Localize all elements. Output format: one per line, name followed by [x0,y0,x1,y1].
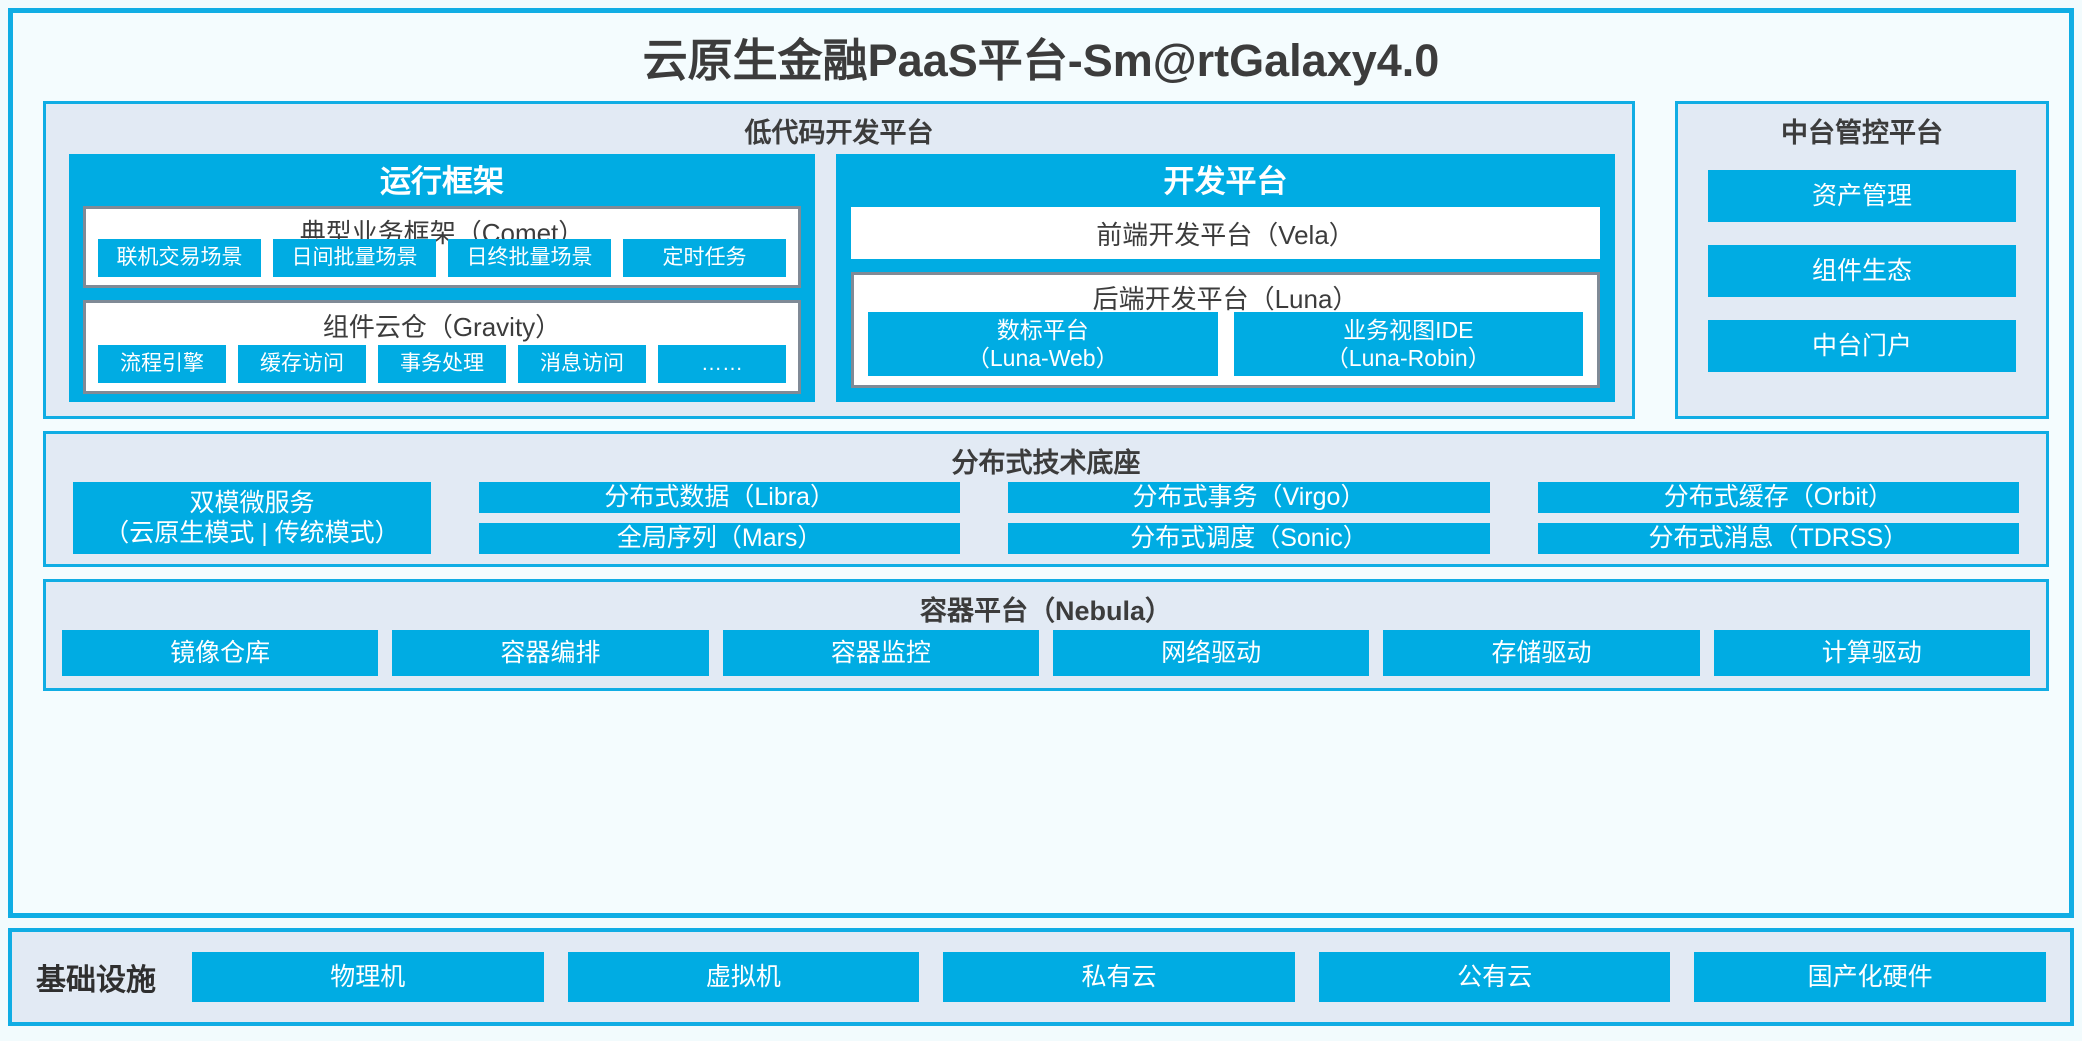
gravity-item-more[interactable]: …… [658,345,786,383]
lowcode-platform-title: 低代码开发平台 [744,118,934,148]
lowcode-platform-panel: 低代码开发平台 运行框架 典型业务框架（Comet） 联机交易场景 日间批量场景… [43,101,1635,419]
dual-mode-microservice-line2: （云原生模式 | 传统模式） [104,519,400,547]
infrastructure-bar: 基础设施 物理机 虚拟机 私有云 公有云 国产化硬件 [8,928,2074,1026]
comet-item-row: 联机交易场景 日间批量场景 日终批量场景 定时任务 [86,239,798,277]
container-platform-title: 容器平台（Nebula） [919,596,1173,626]
development-platform-title: 开发平台 [1163,164,1288,199]
luna-item-web-line2: （Luna-Web） [966,345,1119,371]
gravity-item[interactable]: 缓存访问 [238,345,366,383]
backend-dev-platform-title: 后端开发平台（Luna） [1092,284,1359,314]
backend-dev-platform-group: 后端开发平台（Luna） 数标平台 （Luna-Web） 业务视图IDE （Lu… [851,272,1600,388]
luna-item-robin-line1: 业务视图IDE [1343,316,1474,343]
luna-item-robin-line2: （Luna-Robin） [1325,345,1491,371]
middle-office-panel: 中台管控平台 资产管理 组件生态 中台门户 [1675,101,2049,419]
container-item-row: 镜像仓库 容器编排 容器监控 网络驱动 存储驱动 计算驱动 [62,630,2030,676]
infrastructure-label: 基础设施 [36,964,156,997]
container-item-registry[interactable]: 镜像仓库 [62,630,379,676]
platform-card: 云原生金融PaaS平台-Sm@rtGalaxy4.0 低代码开发平台 运行框架 … [8,8,2074,918]
gravity-item[interactable]: 事务处理 [378,345,506,383]
container-item-network-driver[interactable]: 网络驱动 [1052,630,1370,676]
middle-office-item-portal[interactable]: 中台门户 [1708,320,2016,372]
container-item-monitoring[interactable]: 容器监控 [722,630,1039,676]
middle-office-item-component[interactable]: 组件生态 [1708,245,2016,297]
dual-mode-microservice-line1: 双模微服务 [189,488,315,517]
luna-item-web-line1: 数标平台 [996,316,1089,343]
gravity-group: 组件云仓（Gravity） 流程引擎 缓存访问 事务处理 消息访问 …… [83,300,801,394]
distributed-item-libra[interactable]: 分布式数据（Libra） [479,482,961,513]
infrastructure-item-domestic-hardware[interactable]: 国产化硬件 [1694,952,2046,1002]
distributed-foundation-title: 分布式技术底座 [951,448,1141,478]
luna-item-web[interactable]: 数标平台 （Luna-Web） [868,312,1218,376]
middle-office-title: 中台管控平台 [1781,118,1943,148]
distributed-column-3: 分布式缓存（Orbit） 分布式消息（TDRSS） [1537,482,2019,554]
gravity-title: 组件云仓（Gravity） [322,312,562,342]
distributed-column-2: 分布式事务（Virgo） 分布式调度（Sonic） [1008,482,1490,554]
luna-item-robin[interactable]: 业务视图IDE （Luna-Robin） [1233,312,1583,376]
infrastructure-item-physical[interactable]: 物理机 [192,952,544,1002]
gravity-item-row: 流程引擎 缓存访问 事务处理 消息访问 …… [86,345,798,383]
distributed-item-virgo[interactable]: 分布式事务（Virgo） [1008,482,1490,513]
runtime-framework-block: 运行框架 典型业务框架（Comet） 联机交易场景 日间批量场景 日终批量场景 … [69,154,815,402]
comet-item[interactable]: 联机交易场景 [98,239,261,277]
luna-item-row: 数标平台 （Luna-Web） 业务视图IDE （Luna-Robin） [854,312,1597,376]
frontend-dev-platform[interactable]: 前端开发平台（Vela） [851,207,1600,259]
comet-item[interactable]: 日终批量场景 [448,239,611,277]
gravity-item[interactable]: 流程引擎 [98,345,226,383]
middle-office-item-list: 资产管理 组件生态 中台门户 [1708,170,2016,372]
comet-group: 典型业务框架（Comet） 联机交易场景 日间批量场景 日终批量场景 定时任务 [83,206,801,288]
infrastructure-item-private-cloud[interactable]: 私有云 [943,952,1295,1002]
infrastructure-item-public-cloud[interactable]: 公有云 [1318,952,1671,1002]
distributed-foundation-body: 双模微服务 （云原生模式 | 传统模式） 分布式数据（Libra） 全局序列（M… [73,482,2019,554]
distributed-item-mars[interactable]: 全局序列（Mars） [479,523,961,554]
container-item-orchestration[interactable]: 容器编排 [392,630,709,676]
comet-item[interactable]: 日间批量场景 [273,239,436,277]
infrastructure-item-virtual[interactable]: 虚拟机 [567,952,920,1002]
dual-mode-microservice[interactable]: 双模微服务 （云原生模式 | 传统模式） [73,482,431,554]
middle-office-item-asset[interactable]: 资产管理 [1708,170,2016,222]
gravity-item[interactable]: 消息访问 [518,345,646,383]
development-platform-block: 开发平台 前端开发平台（Vela） 后端开发平台（Luna） 数标平台 （Lun… [836,154,1615,402]
distributed-item-orbit[interactable]: 分布式缓存（Orbit） [1537,482,2019,513]
distributed-item-sonic[interactable]: 分布式调度（Sonic） [1008,523,1490,554]
distributed-item-tdrss[interactable]: 分布式消息（TDRSS） [1537,523,2019,554]
container-item-compute-driver[interactable]: 计算驱动 [1713,630,2030,676]
runtime-framework-title: 运行框架 [380,164,504,199]
distributed-column-1: 分布式数据（Libra） 全局序列（Mars） [479,482,961,554]
distributed-foundation-panel: 分布式技术底座 双模微服务 （云原生模式 | 传统模式） 分布式数据（Libra… [43,431,2049,567]
page-title: 云原生金融PaaS平台-Sm@rtGalaxy4.0 [642,35,1440,86]
container-platform-panel: 容器平台（Nebula） 镜像仓库 容器编排 容器监控 网络驱动 存储驱动 计算… [43,579,2049,691]
microservice-column: 双模微服务 （云原生模式 | 传统模式） [73,482,431,554]
container-item-storage-driver[interactable]: 存储驱动 [1383,630,1700,676]
comet-item[interactable]: 定时任务 [623,239,786,277]
